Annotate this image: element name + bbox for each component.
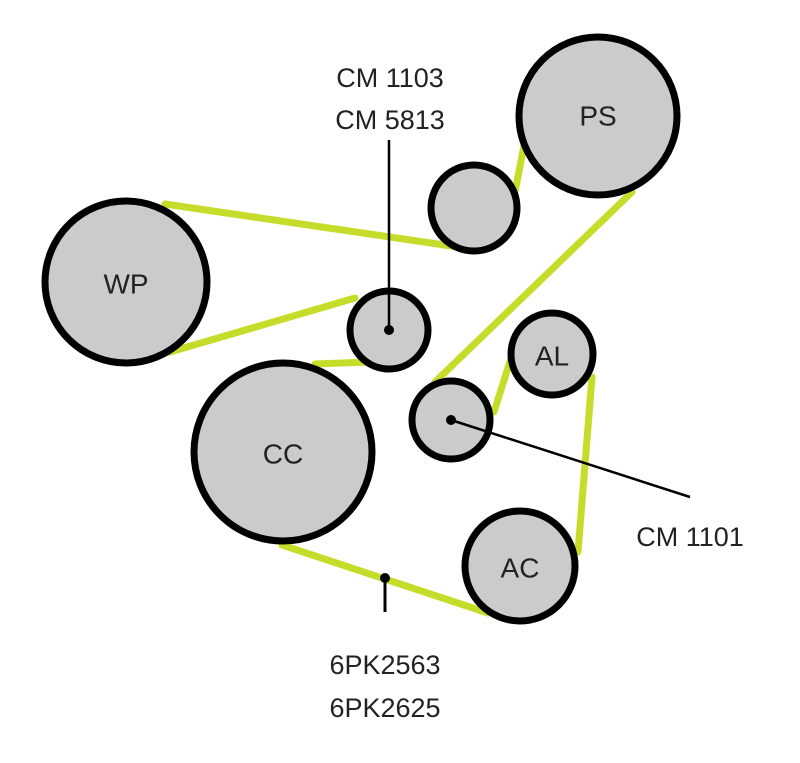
- pulley-al: [507, 309, 597, 399]
- belt-segment-tensioner-wp: [166, 294, 359, 356]
- pulley-label-ac: AC: [501, 553, 540, 584]
- leader-dot-tensioner: [384, 325, 394, 335]
- pulleys: [41, 33, 681, 625]
- belt-segment-al-ac: [574, 373, 596, 556]
- pulley-ac: [461, 507, 579, 625]
- pulley-cc: [190, 359, 376, 545]
- callout-belt: 6PK2563 6PK2625: [329, 573, 441, 723]
- pulley-idler-top: [427, 161, 521, 255]
- belt-segment-wp-idler: [161, 200, 462, 251]
- pulley-wp: [41, 197, 211, 367]
- leader-line-idler: [450, 418, 691, 499]
- callout-idler-label: CM 1101: [636, 522, 744, 552]
- callout-tensioner-line2: CM 5813: [335, 105, 445, 135]
- pulley-label-al: AL: [535, 341, 569, 372]
- leader-dot-idler: [446, 415, 456, 425]
- callout-belt-line1: 6PK2563: [329, 650, 440, 680]
- callout-tensioner-line1: CM 1103: [336, 63, 444, 93]
- callout-belt-line2: 6PK2625: [329, 693, 440, 723]
- pulley-label-wp: WP: [103, 269, 148, 300]
- pulley-ps: [515, 33, 681, 199]
- pulley-label-ps: PS: [579, 101, 616, 132]
- callout-idler: CM 1101: [446, 415, 744, 552]
- leader-dot-belt: [380, 573, 390, 583]
- callout-tensioner: CM 1103 CM 5813: [335, 63, 445, 335]
- belt-segment-cc-tensioner: [311, 358, 372, 368]
- belt-segment-ps-cm1101: [431, 188, 636, 386]
- pulley-label-cc: CC: [263, 439, 303, 470]
